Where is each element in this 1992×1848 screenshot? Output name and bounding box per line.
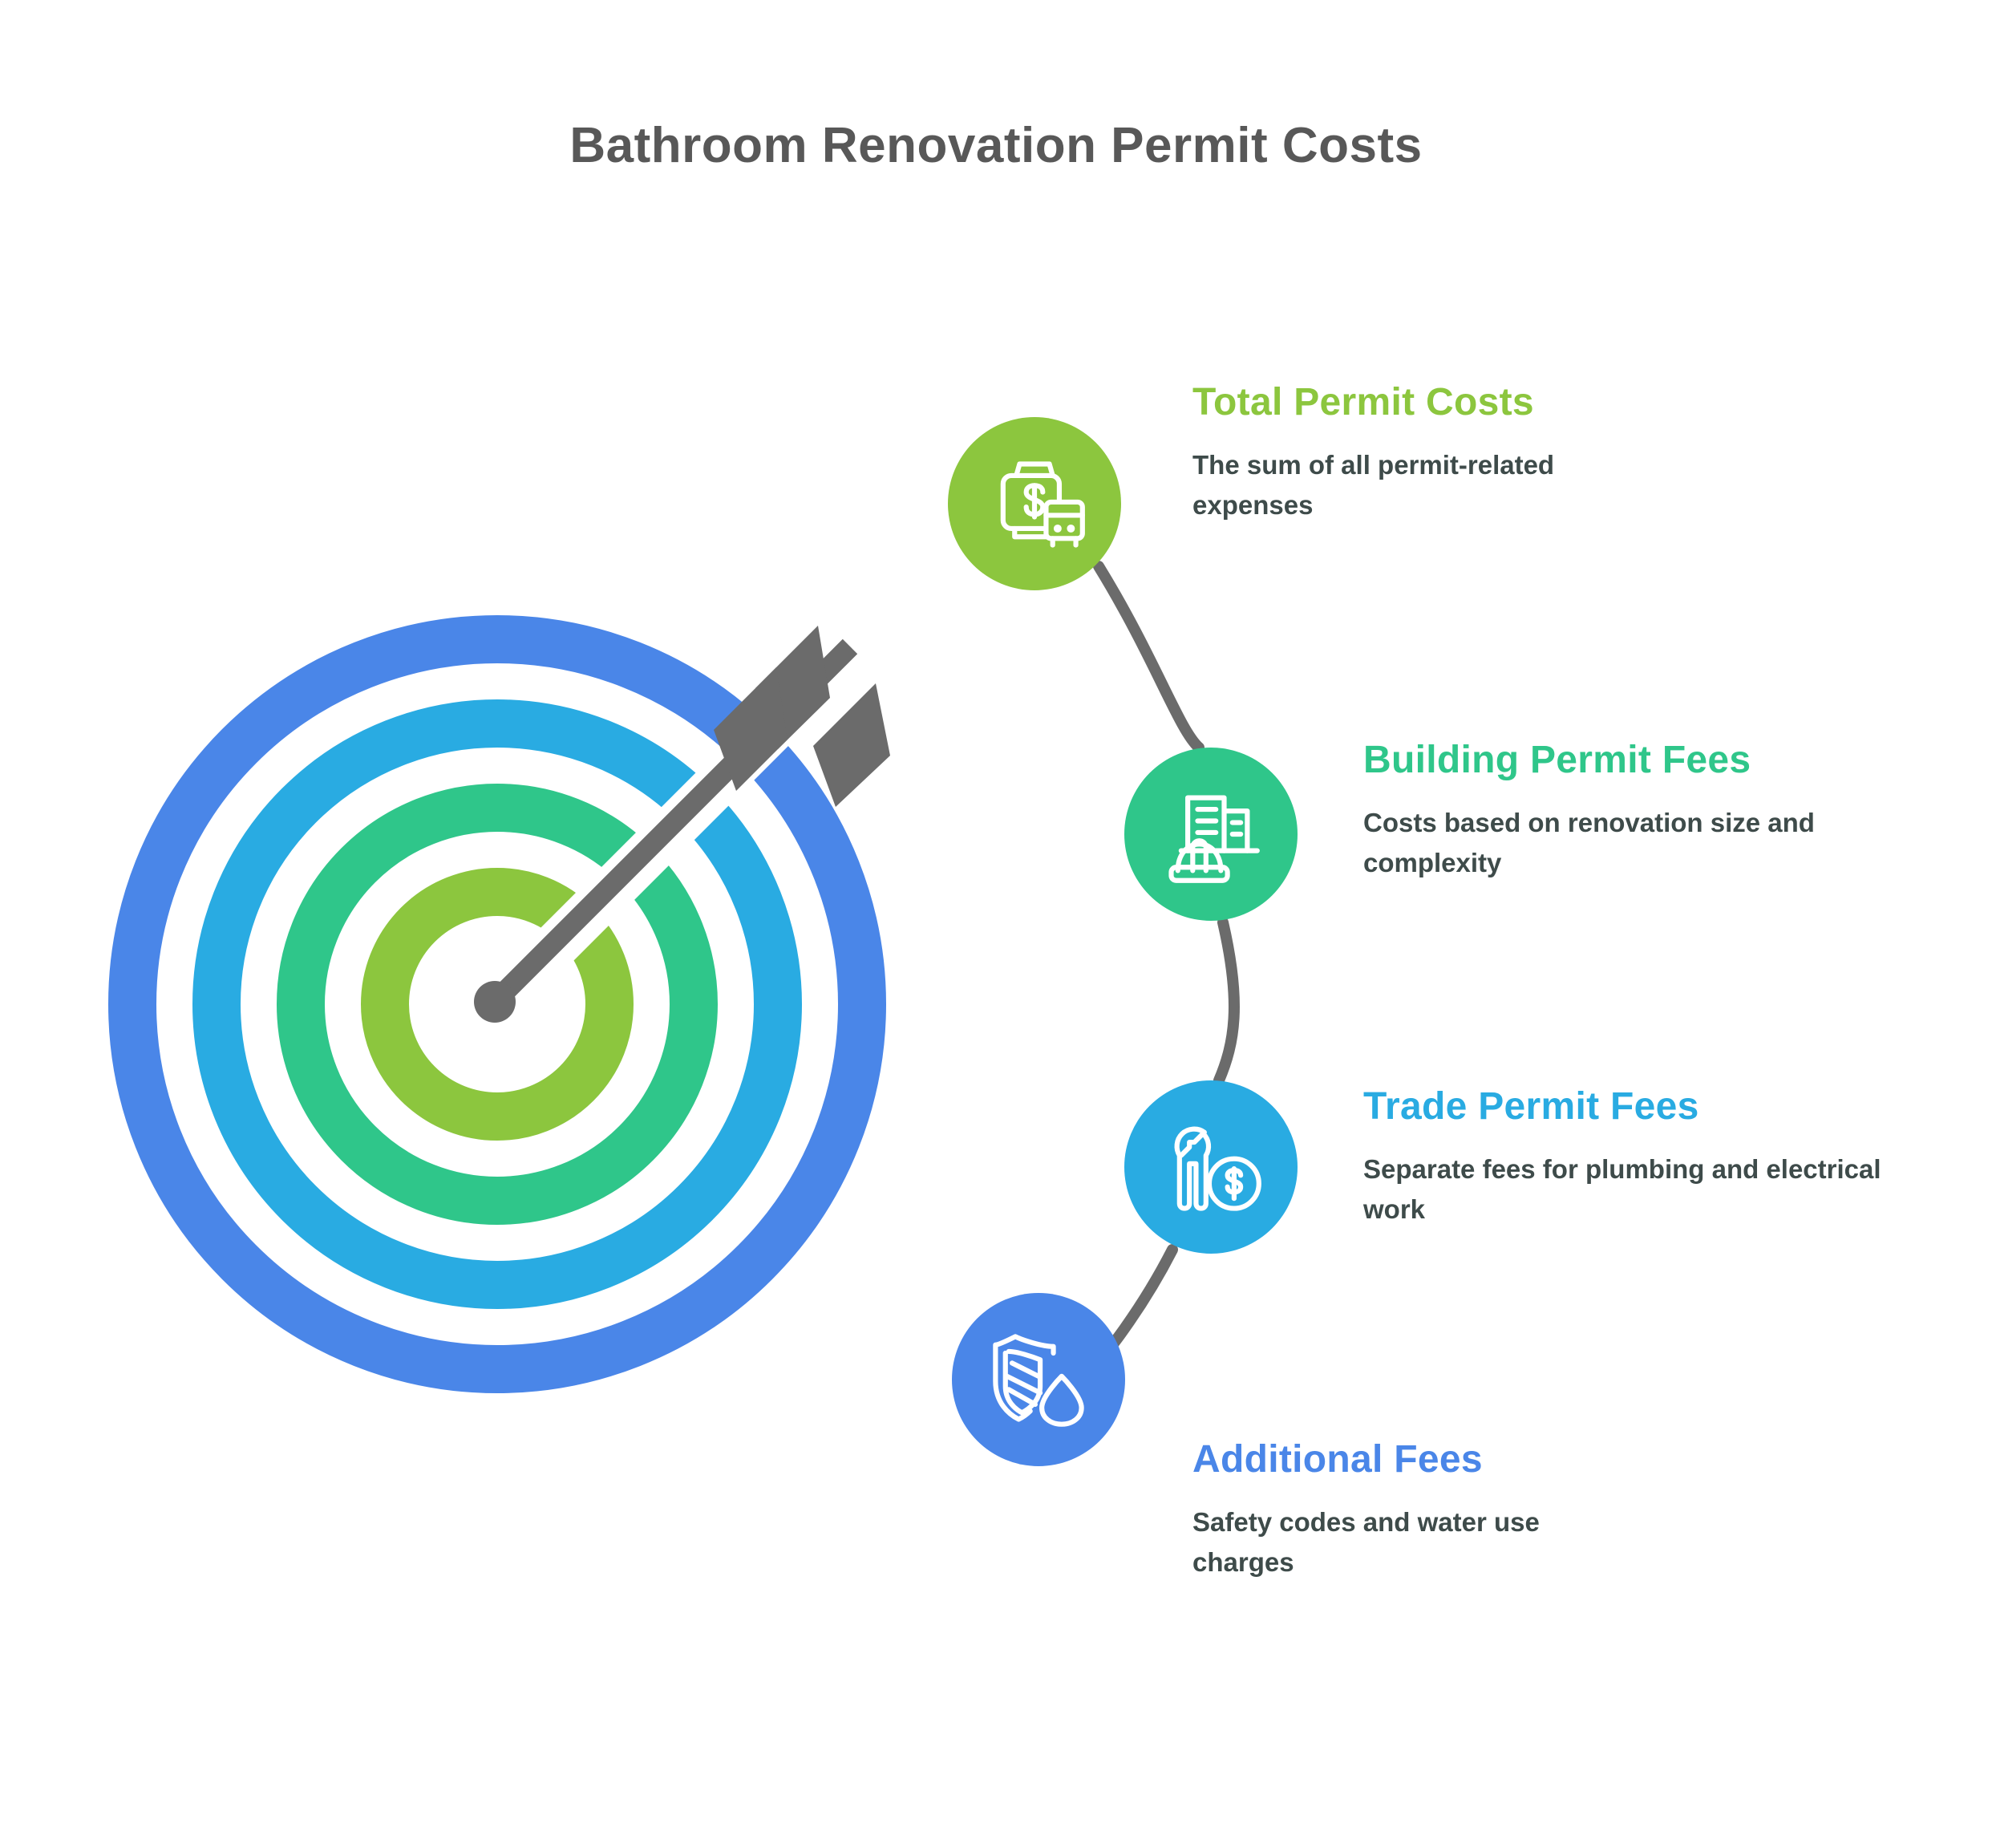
- node-total-permit-costs[interactable]: [948, 417, 1121, 590]
- item-title: Building Permit Fees: [1363, 739, 1751, 781]
- item-title: Additional Fees: [1192, 1438, 1483, 1481]
- item-description: Safety codes and water use charges: [1192, 1507, 1540, 1578]
- page-title: Bathroom Renovation Permit Costs: [569, 118, 1423, 173]
- item-description: Costs based on renovation size and compl…: [1363, 808, 1815, 878]
- building-hardhat-icon: [1168, 795, 1260, 883]
- node-additional-fees[interactable]: [952, 1293, 1125, 1466]
- arrow-tip-point: [474, 981, 516, 1023]
- shield-water-droplet-icon: [993, 1334, 1084, 1427]
- bullseye-target-graphic: [104, 611, 890, 1397]
- connector-1-2: [1093, 561, 1205, 753]
- item-description: Separate fees for plumbing and electrica…: [1363, 1154, 1881, 1225]
- target-ring-second: [192, 699, 802, 1309]
- item-text-trade-permit-fees: Trade Permit Fees Separate fees for plum…: [1363, 1084, 1925, 1230]
- target-ring-bullseye: [361, 868, 634, 1141]
- item-text-building-permit-fees: Building Permit Fees Costs based on reno…: [1363, 738, 1925, 884]
- connector-2-3: [1213, 917, 1240, 1086]
- target-ring-third: [277, 784, 718, 1225]
- item-title: Trade Permit Fees: [1363, 1085, 1699, 1128]
- node-building-permit-fees[interactable]: [1124, 748, 1298, 921]
- arrow-fletching: [714, 626, 890, 807]
- target-ring-outer: [108, 615, 886, 1393]
- item-text-additional-fees: Additional Fees Safety codes and water u…: [1192, 1437, 1722, 1583]
- node-trade-permit-fees[interactable]: [1124, 1080, 1298, 1254]
- item-title: Total Permit Costs: [1192, 381, 1534, 424]
- item-description: The sum of all permit-related expenses: [1192, 450, 1555, 521]
- item-text-total-permit-costs: Total Permit Costs The sum of all permit…: [1192, 380, 1722, 526]
- briefcase-dollar-calculator-icon: [1000, 461, 1085, 548]
- wrench-dollar-coin-icon: [1174, 1126, 1261, 1211]
